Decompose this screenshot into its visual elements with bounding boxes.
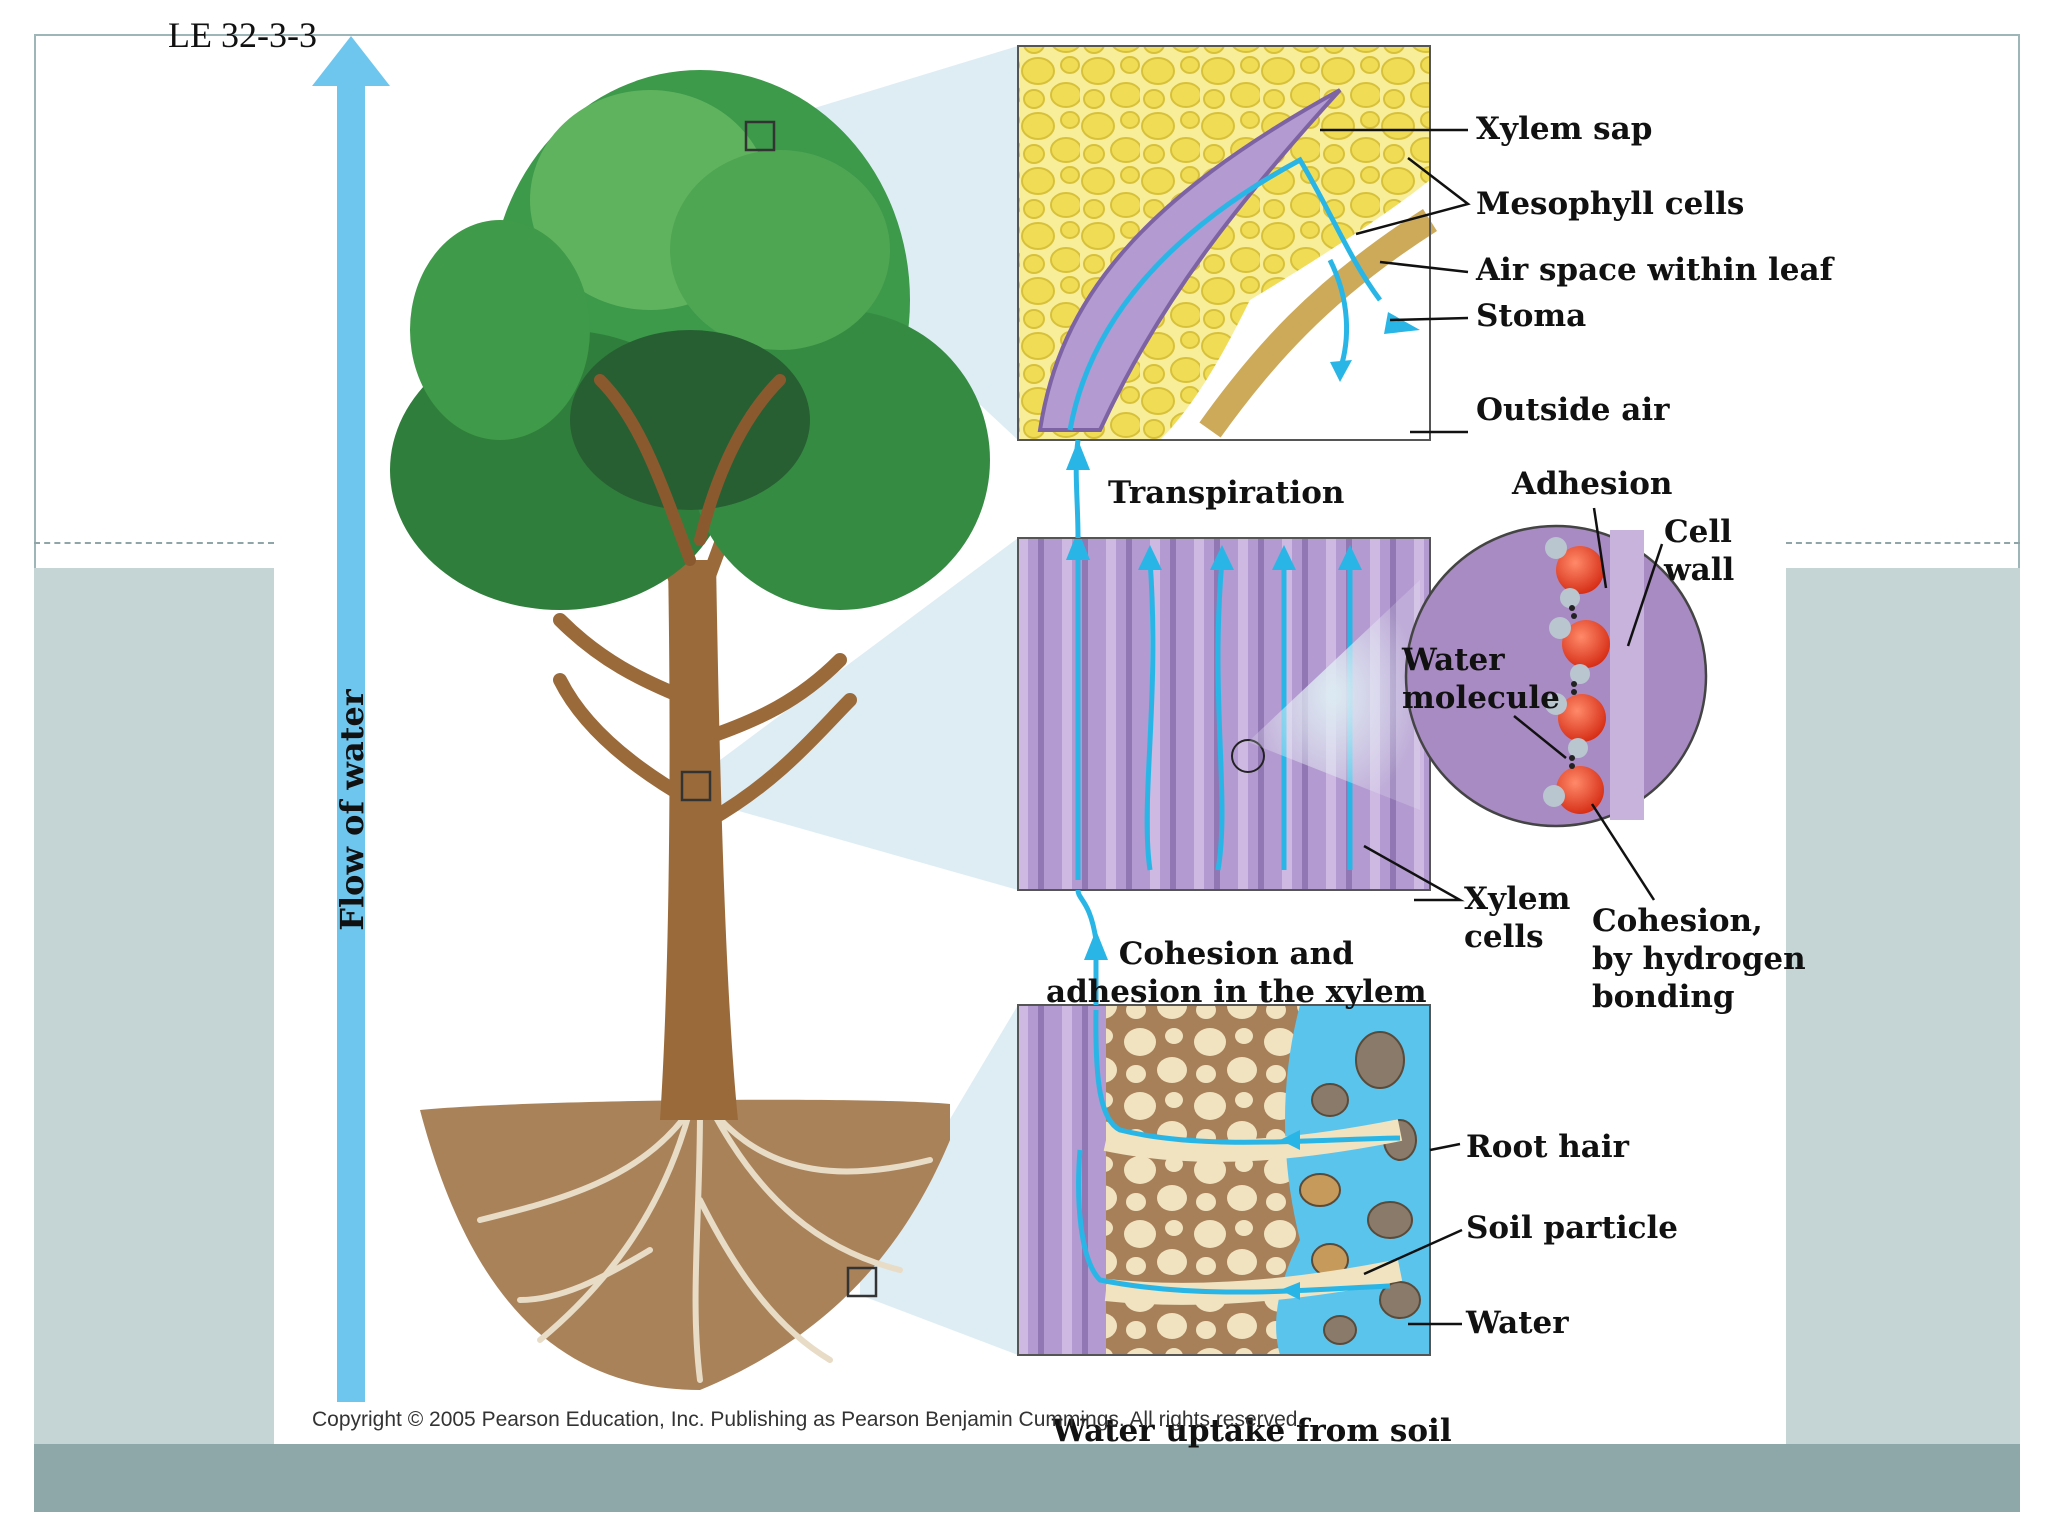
leader-lines xyxy=(1320,128,1664,1326)
label-air-space: Air space within leaf xyxy=(1476,252,1833,288)
tree-illustration xyxy=(390,70,990,1390)
leaf-panel xyxy=(1017,45,1437,441)
molecule-zoom-circle xyxy=(1248,524,1708,828)
label-outside-air: Outside air xyxy=(1476,392,1670,428)
label-mesophyll-cells: Mesophyll cells xyxy=(1476,186,1745,222)
label-adhesion: Adhesion xyxy=(1512,466,1673,502)
dashed-divider-right xyxy=(1786,542,2020,544)
label-cell-wall: Cell wall xyxy=(1664,514,1735,588)
label-cohesion-hydrogen-bonding: Cohesion, by hydrogen bonding xyxy=(1592,903,1806,1015)
connecting-arrowheads xyxy=(1066,440,1108,960)
label-xylem-cells: Xylem cells xyxy=(1464,881,1571,955)
label-water: Water xyxy=(1466,1305,1569,1341)
copyright-notice: Copyright © 2005 Pearson Education, Inc.… xyxy=(312,1408,1304,1431)
cohesion-caption: Cohesion and adhesion in the xylem xyxy=(1046,936,1427,1010)
flow-of-water-arrow xyxy=(312,36,390,1402)
dashed-divider-left xyxy=(34,542,274,544)
label-stoma: Stoma xyxy=(1476,298,1587,334)
label-xylem-sap: Xylem sap xyxy=(1476,111,1653,147)
label-root-hair: Root hair xyxy=(1466,1129,1629,1165)
label-soil-particle: Soil particle xyxy=(1466,1210,1678,1246)
uptake-caption: Water uptake from soil xyxy=(1052,1413,1452,1449)
slide-id: LE 32-3-3 xyxy=(168,15,317,55)
label-water-molecule: Water molecule xyxy=(1402,642,1560,716)
root-soil-panel xyxy=(1017,1004,1431,1356)
background-bottom-bar xyxy=(34,1444,2020,1512)
transpiration-caption: Transpiration xyxy=(1108,475,1345,511)
flow-of-water-label: Flow of water xyxy=(333,689,371,931)
